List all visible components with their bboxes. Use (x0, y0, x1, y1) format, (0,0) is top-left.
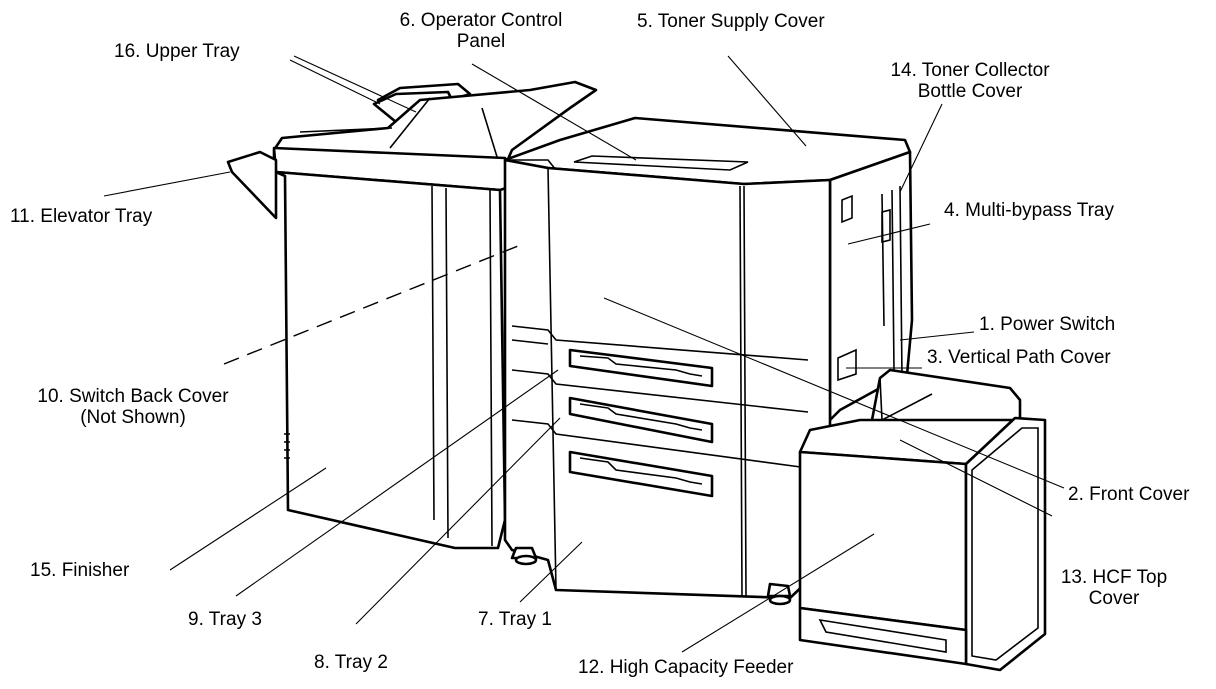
label-toner-collector-line1: 14. Toner Collector (890, 60, 1050, 81)
leader-finisher (169, 467, 327, 571)
leader-toner-supply (727, 55, 807, 147)
label-toner-collector-line2: Bottle Cover (917, 81, 1023, 102)
label-operator-control-line1: 6. Operator Control (399, 10, 563, 31)
leader-toner-collector (899, 103, 943, 193)
label-high-capacity-feeder: 12. High Capacity Feeder (578, 657, 794, 678)
label-elevator-tray: 11. Elevator Tray (10, 206, 153, 227)
label-toner-collector-bottle-cover: 14. Toner Collector Bottle Cover (862, 60, 1078, 102)
label-finisher: 15. Finisher (30, 560, 130, 581)
leader-tray-2 (355, 417, 561, 625)
label-tray-2: 8. Tray 2 (314, 652, 388, 673)
leader-power-switch (899, 331, 975, 341)
label-operator-control-panel: 6. Operator Control Panel (378, 10, 584, 52)
leader-tray-3 (235, 369, 559, 597)
label-vertical-path-cover: 3. Vertical Path Cover (927, 347, 1111, 368)
leader-elevator-tray (103, 171, 231, 197)
finisher (226, 80, 598, 550)
label-switch-back-line1: 10. Switch Back Cover (37, 386, 229, 407)
label-tray-1: 7. Tray 1 (478, 609, 552, 630)
label-power-switch: 1. Power Switch (979, 314, 1116, 335)
leader-lines (103, 55, 1065, 653)
label-switch-back-cover: 10. Switch Back Cover (Not Shown) (8, 386, 258, 428)
label-switch-back-line2: (Not Shown) (80, 407, 186, 428)
switch-back-dashed-line (223, 245, 519, 365)
leader-tray-1 (519, 541, 583, 603)
label-toner-supply-cover: 5. Toner Supply Cover (637, 11, 825, 32)
label-multi-bypass-tray: 4. Multi-bypass Tray (944, 200, 1114, 221)
label-tray-3: 9. Tray 3 (188, 609, 262, 630)
leader-hcf-top (899, 439, 1053, 517)
leader-multi-bypass (847, 223, 931, 245)
leader-upper-tray-b (289, 59, 381, 105)
label-front-cover: 2. Front Cover (1068, 484, 1190, 505)
leader-front-cover (603, 297, 1065, 489)
label-upper-tray: 16. Upper Tray (114, 41, 240, 62)
leader-hcf (681, 533, 875, 653)
leader-upper-tray (293, 55, 417, 113)
label-hcf-top-line1: 13. HCF Top (1060, 567, 1168, 588)
label-hcf-top-cover: 13. HCF Top Cover (1034, 567, 1194, 609)
label-hcf-top-line2: Cover (1088, 588, 1140, 609)
main-unit (503, 116, 914, 606)
leader-operator-panel (471, 63, 637, 161)
high-capacity-feeder (798, 368, 1047, 672)
label-operator-control-line2: Panel (456, 31, 506, 52)
